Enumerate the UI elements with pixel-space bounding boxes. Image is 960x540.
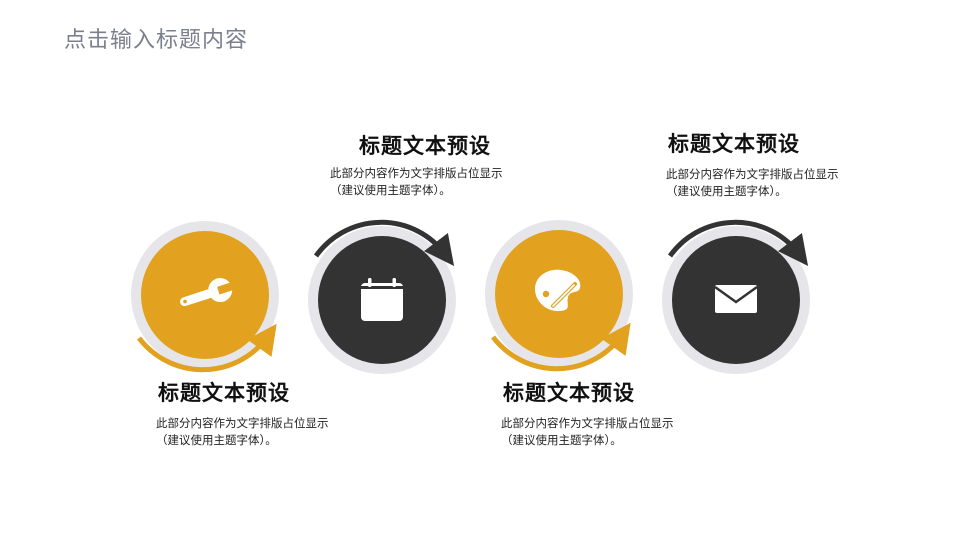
step-1-desc-line-2: （建议使用主题字体）。 — [156, 433, 277, 447]
step-3-desc-line-2: （建议使用主题字体）。 — [501, 433, 622, 447]
step-1-desc-line-1: 此部分内容作为文字排版占位显示 — [156, 416, 329, 430]
step-4-node[interactable] — [662, 219, 810, 374]
step-3-arrow — [491, 322, 631, 372]
step-1-node[interactable] — [131, 221, 279, 373]
envelope-icon — [714, 285, 758, 313]
wrench-icon — [180, 278, 235, 307]
step-4-arrow — [667, 219, 809, 266]
step-2-arrow — [313, 219, 455, 266]
step-1-description[interactable]: 此部分内容作为文字排版占位显示 （建议使用主题字体）。 — [156, 415, 329, 449]
step-2-node[interactable] — [308, 219, 456, 374]
step-4-desc-line-1: 此部分内容作为文字排版占位显示 — [666, 167, 839, 181]
step-2-desc-line-1: 此部分内容作为文字排版占位显示 — [330, 166, 503, 180]
step-4-description[interactable]: 此部分内容作为文字排版占位显示 （建议使用主题字体）。 — [666, 166, 839, 200]
step-3-node[interactable] — [485, 220, 633, 372]
step-3-description[interactable]: 此部分内容作为文字排版占位显示 （建议使用主题字体）。 — [501, 415, 674, 449]
step-1-title[interactable]: 标题文本预设 — [158, 380, 290, 405]
step-1-arrow — [137, 323, 277, 373]
step-2-title[interactable]: 标题文本预设 — [359, 133, 491, 158]
page-title[interactable]: 点击输入标题内容 — [64, 28, 249, 53]
step-3-desc-line-1: 此部分内容作为文字排版占位显示 — [501, 416, 674, 430]
step-2-desc-line-2: （建议使用主题字体）。 — [330, 183, 451, 197]
calendar-icon — [361, 278, 403, 321]
step-2-description[interactable]: 此部分内容作为文字排版占位显示 （建议使用主题字体）。 — [330, 165, 503, 199]
step-4-title[interactable]: 标题文本预设 — [668, 131, 800, 156]
palette-icon — [535, 269, 581, 312]
step-3-title[interactable]: 标题文本预设 — [503, 380, 635, 405]
step-4-desc-line-2: （建议使用主题字体）。 — [666, 184, 787, 198]
